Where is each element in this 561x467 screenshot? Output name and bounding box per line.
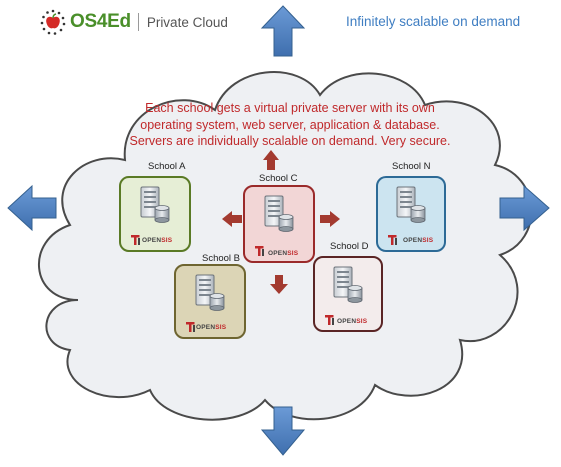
expand-arrow-right xyxy=(320,211,340,227)
opensis-logo-icon xyxy=(388,235,397,245)
server-database-icon xyxy=(264,195,294,232)
expand-arrow-up xyxy=(263,150,279,170)
opensis-logo-icon xyxy=(325,315,334,325)
school-a-label: School A xyxy=(148,161,186,172)
scale-down-arrow xyxy=(260,406,306,456)
server-database-icon xyxy=(195,274,225,311)
school-a-box xyxy=(119,176,191,252)
opensis-brand: OPENSIS xyxy=(268,250,299,257)
school-c-box xyxy=(243,185,315,263)
school-d-box xyxy=(313,256,383,332)
description-line: Servers are individually scalable on dem… xyxy=(129,134,451,148)
server-database-icon xyxy=(333,266,363,303)
opensis-brand: OPENSIS xyxy=(142,237,173,244)
opensis-logo-icon xyxy=(255,246,264,256)
server-database-icon xyxy=(140,186,170,223)
description-line: Each school gets a virtual private serve… xyxy=(145,101,435,115)
os4ed-logo: OS4Ed Private Cloud xyxy=(40,8,228,36)
scale-left-arrow xyxy=(7,184,57,232)
logo-divider xyxy=(137,13,139,31)
expand-arrow-down xyxy=(270,275,288,294)
description-line: operating system, web server, applicatio… xyxy=(140,117,440,132)
opensis-brand: OPENSIS xyxy=(196,324,227,331)
school-n-label: School N xyxy=(392,161,431,172)
scale-up-arrow xyxy=(260,5,306,57)
server-database-icon xyxy=(396,186,426,223)
scale-right-arrow xyxy=(499,184,550,232)
school-b-label: School B xyxy=(202,253,241,264)
product-name: Private Cloud xyxy=(146,14,228,30)
cloud-description: Each school gets a virtual private serve… xyxy=(110,100,470,150)
tagline: Infinitely scalable on demand xyxy=(346,14,521,29)
school-d-label: School D xyxy=(330,241,369,252)
school-b-box xyxy=(174,264,246,339)
apple-logo-icon xyxy=(40,9,66,35)
brand-name: OS4Ed xyxy=(70,11,131,32)
opensis-logo-icon xyxy=(186,322,195,332)
expand-arrow-left xyxy=(222,211,242,227)
opensis-brand: OPENSIS xyxy=(337,318,368,325)
school-n-box xyxy=(376,176,446,252)
opensis-brand: OPENSIS xyxy=(403,237,434,244)
school-c-label: School C xyxy=(259,173,298,184)
opensis-logo-icon xyxy=(131,235,140,245)
